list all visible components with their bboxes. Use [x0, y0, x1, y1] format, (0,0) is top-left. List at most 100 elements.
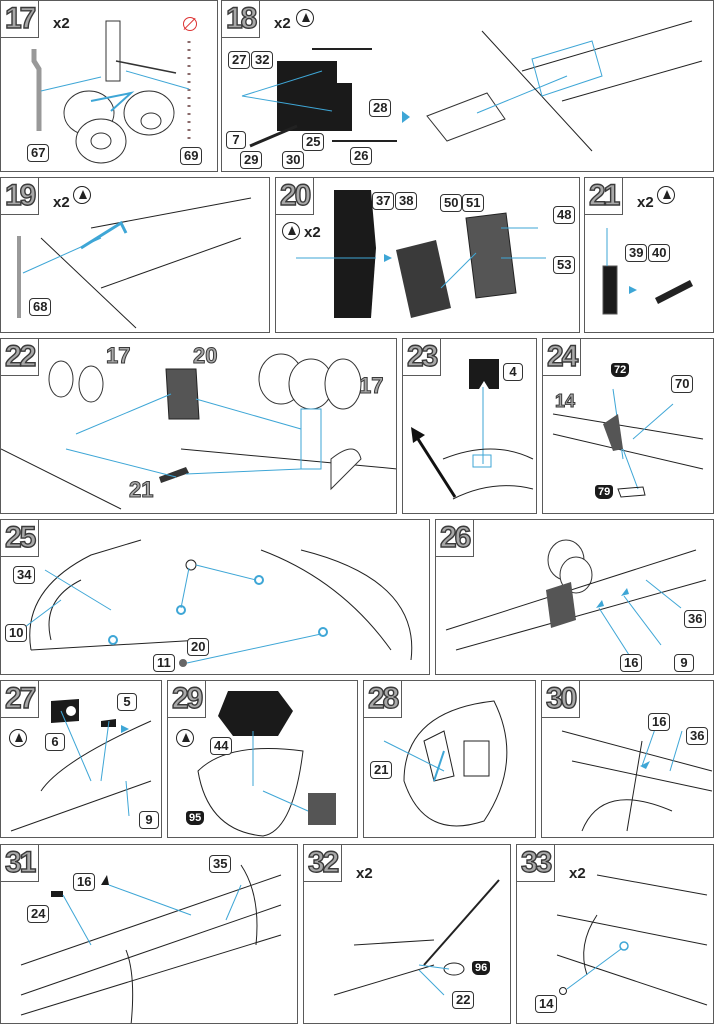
- part-number: 10: [5, 624, 28, 642]
- part-number: 16: [648, 713, 671, 731]
- part-number: 24: [27, 905, 50, 923]
- decal-number: 95: [186, 811, 205, 825]
- step-number: 24: [543, 339, 582, 376]
- decal-number: 72: [611, 363, 630, 377]
- step-number: 19: [1, 178, 40, 215]
- fuselage-side-drawing: [561, 716, 713, 832]
- step-30-panel: 30 16 36: [541, 680, 714, 838]
- part-number: 53: [553, 256, 576, 274]
- fold-icon: [282, 222, 300, 240]
- multiplier: x2: [356, 865, 373, 882]
- part-number: 36: [686, 727, 709, 745]
- step-number: 31: [1, 845, 40, 882]
- step-number: 33: [517, 845, 556, 882]
- step-number: 22: [1, 339, 40, 376]
- part-number: 6: [45, 733, 65, 751]
- subassembly-ref: 14: [554, 391, 576, 412]
- step-22-panel: 22 17 20 17 21: [0, 338, 397, 514]
- step-number: 18: [222, 1, 261, 38]
- part-number: 22: [452, 991, 475, 1009]
- step-number: 30: [542, 681, 581, 718]
- fold-icon: [296, 9, 314, 27]
- step-number: 28: [364, 681, 403, 718]
- subassembly-ref: 17: [105, 343, 131, 369]
- part-number: 70: [671, 375, 694, 393]
- part-number: 4: [503, 363, 523, 381]
- multiplier: x2: [53, 15, 70, 32]
- gear-installation-drawing: [1, 353, 396, 510]
- step-26-panel: 26 36 16 9: [435, 519, 714, 675]
- part-number: 5: [117, 693, 137, 711]
- fold-icon: [73, 186, 91, 204]
- part-number: 20: [187, 638, 210, 656]
- canopy-side-drawing: [10, 699, 152, 832]
- step-number: 20: [276, 178, 315, 215]
- step-33-panel: 33 x2 14: [516, 844, 714, 1024]
- nose-drawing: [20, 539, 413, 667]
- step-23-panel: 23 4: [402, 338, 537, 514]
- step-17-panel: 17 x2 67 69: [0, 0, 218, 172]
- part-number: 50: [440, 194, 463, 212]
- part-number: 68: [29, 298, 52, 316]
- hatch-drawing: [411, 359, 534, 500]
- fold-icon: [657, 186, 675, 204]
- step-number: 21: [585, 178, 624, 215]
- multiplier: x2: [304, 224, 321, 241]
- step-19-panel: 19 x2 68: [0, 177, 270, 333]
- part-number: 44: [210, 737, 233, 755]
- part-number: 16: [73, 873, 96, 891]
- fuselage-top-drawing: [20, 864, 282, 1023]
- step-28-panel: 28 21: [363, 680, 536, 838]
- multiplier: x2: [274, 15, 291, 32]
- door-assembly-drawing: [296, 190, 546, 318]
- part-number: 16: [620, 654, 643, 672]
- step-18-panel: 18 x2 27 32 28 7 29 30 25 26: [221, 0, 714, 172]
- gear-detail-drawing: [552, 388, 704, 498]
- part-number: 35: [209, 855, 232, 873]
- multiplier: x2: [53, 194, 70, 211]
- part-number: 69: [180, 147, 203, 165]
- part-number: 9: [139, 811, 159, 829]
- step-number: 17: [1, 1, 40, 38]
- step-25-panel: 25 34 10 11 20: [0, 519, 430, 675]
- step-number: 32: [304, 845, 343, 882]
- rear-fuselage-drawing: [556, 874, 708, 1006]
- step-24-panel: 24 14 72 70 79: [542, 338, 714, 514]
- part-number: 9: [674, 654, 694, 672]
- step-number: 26: [436, 520, 475, 557]
- part-number: 7: [226, 131, 246, 149]
- strip-part-drawing: [602, 228, 693, 315]
- fold-icon: [176, 729, 194, 747]
- part-number: 14: [535, 995, 558, 1013]
- step-number: 29: [168, 681, 207, 718]
- part-number: 34: [13, 566, 36, 584]
- part-number: 48: [553, 206, 576, 224]
- part-number: 51: [462, 194, 485, 212]
- bay-assembly-drawing: [241, 20, 703, 152]
- part-number: 25: [302, 133, 325, 151]
- part-number: 37: [372, 192, 395, 210]
- multiplier: x2: [637, 194, 654, 211]
- step-20-panel: 20 x2 37 38 50 51 48 53: [275, 177, 580, 333]
- tail-drawing: [333, 879, 500, 996]
- part-number: 40: [648, 244, 671, 262]
- step-29-panel: 29 44 95: [167, 680, 358, 838]
- decal-number: 79: [595, 485, 614, 499]
- fuselage-gear-drawing: [445, 539, 707, 659]
- part-number: 21: [370, 761, 393, 779]
- step-27-panel: 27 5 6 9: [0, 680, 162, 838]
- part-number: 27: [228, 51, 251, 69]
- multiplier: x2: [569, 865, 586, 882]
- subassembly-ref: 20: [192, 343, 218, 369]
- bay-side-drawing: [17, 197, 252, 329]
- no-paint-icon: [183, 17, 197, 31]
- part-number: 32: [251, 51, 274, 69]
- step-number: 23: [403, 339, 442, 376]
- part-number: 67: [27, 144, 50, 162]
- part-number: 26: [350, 147, 373, 165]
- part-number: 11: [153, 654, 175, 672]
- landing-gear-drawing: [31, 20, 191, 164]
- step-number: 27: [1, 681, 40, 718]
- part-number: 39: [625, 244, 648, 262]
- part-number: 36: [684, 610, 707, 628]
